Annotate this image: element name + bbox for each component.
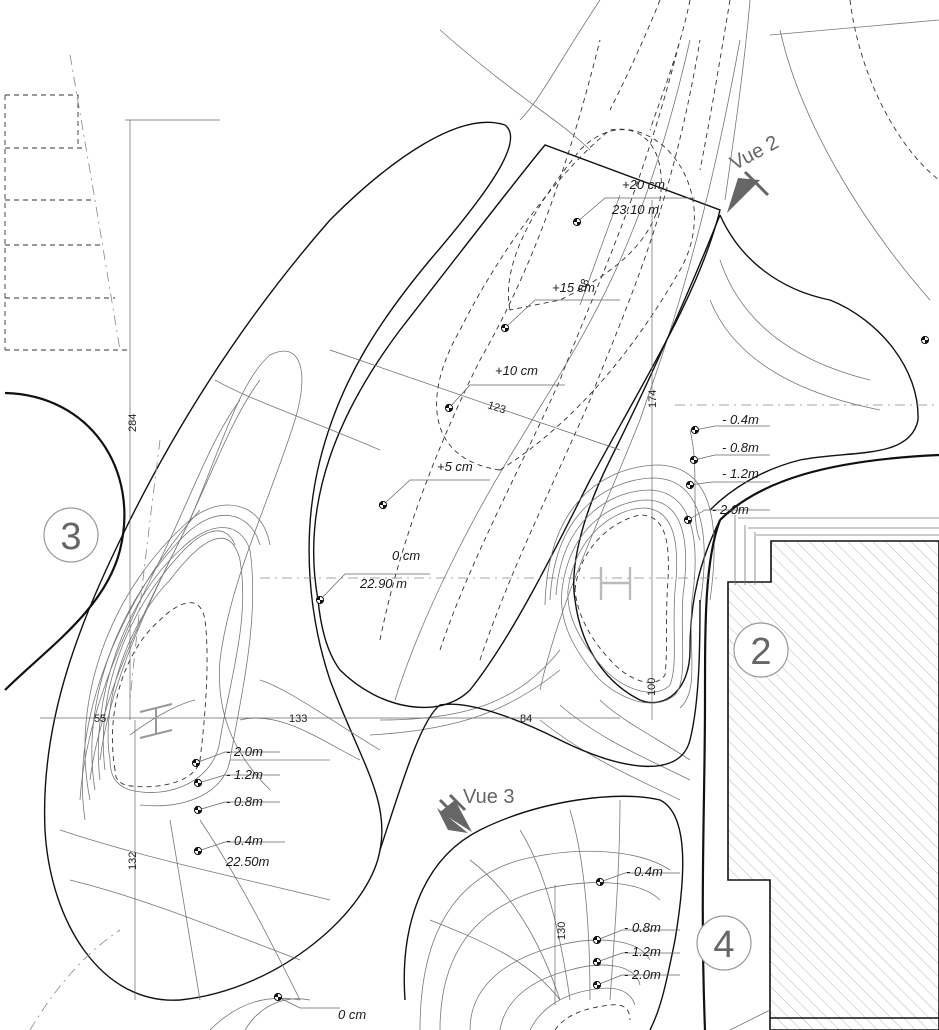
zone-3-boundary xyxy=(4,391,126,691)
dim-55: 55 xyxy=(94,713,106,725)
dimension-labels: 284 174 123 58 55 133 84 100 132 130 xyxy=(94,277,659,940)
right-minus-2-0: - 2.0m xyxy=(712,502,749,517)
elevation-labels-right: - 0.4m - 0.8m - 1.2m - 2.0m xyxy=(712,412,759,517)
dim-100: 100 xyxy=(646,678,658,696)
dim-130: 130 xyxy=(556,922,568,940)
zone-3-number: 3 xyxy=(60,516,81,558)
bottom-zero: 0 cm xyxy=(338,1007,366,1022)
left-minus-2-0: - 2.0m xyxy=(226,744,263,759)
bottom-minus-2-0: - 2.0m xyxy=(624,967,661,982)
drain-symbol-right xyxy=(599,567,632,600)
elevation-labels-top: +20 cm 23.10 m +15 cm +10 cm +5 cm 0 cm … xyxy=(359,177,665,591)
elevation-plus-10: +10 cm xyxy=(495,363,538,378)
view-2-marker: Vue 2 xyxy=(727,131,783,213)
zone-4-number: 4 xyxy=(713,924,734,966)
zone-4-marker: 4 xyxy=(696,915,752,971)
dimension-lines xyxy=(40,119,720,1005)
altitude-22-50: 22.50m xyxy=(225,854,270,869)
upper-basin xyxy=(312,0,939,709)
elevation-plus-20: +20 cm xyxy=(622,177,665,192)
left-minus-0-4: - 0.4m xyxy=(226,833,263,848)
view-3-label: Vue 3 xyxy=(463,786,515,808)
lower-basin xyxy=(209,599,771,1030)
dim-174: 174 xyxy=(647,390,659,408)
building-block xyxy=(727,515,939,1030)
elevation-zero: 0 cm xyxy=(392,548,420,563)
elevation-leaders xyxy=(195,197,770,1009)
elevation-plus-15: +15 cm xyxy=(552,280,595,295)
right-minus-0-4: - 0.4m xyxy=(722,412,759,427)
dim-123: 123 xyxy=(486,399,507,416)
dim-133: 133 xyxy=(289,713,307,725)
left-minus-1-2: - 1.2m xyxy=(226,767,263,782)
zone-3-marker: 3 xyxy=(43,507,99,563)
bottom-minus-0-4: - 0.4m xyxy=(626,864,663,879)
bottom-minus-0-8: - 0.8m xyxy=(624,920,661,935)
drain-symbol-left xyxy=(139,703,173,739)
dim-84: 84 xyxy=(520,713,532,725)
altitude-23-10: 23.10 m xyxy=(611,202,659,217)
left-minus-0-8: - 0.8m xyxy=(226,794,263,809)
view-2-label: Vue 2 xyxy=(727,131,783,175)
dim-58: 58 xyxy=(577,277,592,293)
zone-2-number: 2 xyxy=(750,631,771,673)
elevation-plus-5: +5 cm xyxy=(437,459,473,474)
zone-2-marker: 2 xyxy=(733,622,789,678)
left-basin xyxy=(29,121,512,1030)
bottom-minus-1-2: - 1.2m xyxy=(624,944,661,959)
view-3-marker: Vue 3 xyxy=(437,786,515,833)
dim-284: 284 xyxy=(127,414,139,432)
dim-132: 132 xyxy=(127,852,139,870)
right-minus-0-8: - 0.8m xyxy=(722,440,759,455)
elevation-labels-bottom: - 0.4m - 0.8m - 1.2m - 2.0m 0 cm xyxy=(338,864,663,1022)
altitude-22-90: 22.90 m xyxy=(359,576,407,591)
elevation-labels-left: - 2.0m - 1.2m - 0.8m - 0.4m 22.50m xyxy=(225,744,270,869)
right-minus-1-2: - 1.2m xyxy=(722,466,759,481)
parcel-outlines xyxy=(4,54,130,351)
